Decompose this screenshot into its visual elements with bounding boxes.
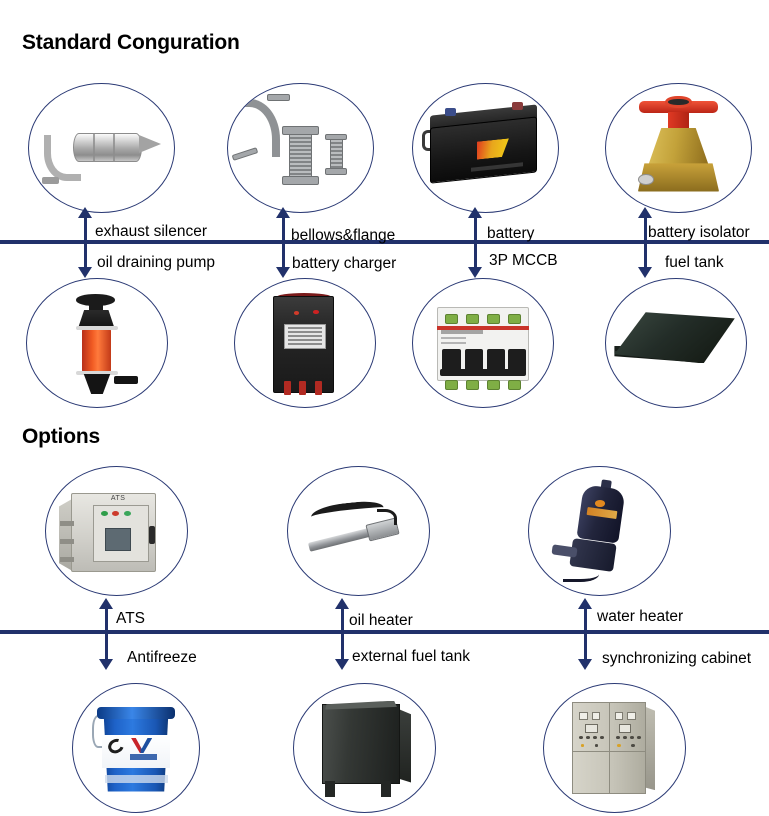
product-node-battery-charger[interactable] [234,278,376,408]
arrow-up-battery-isolator [638,207,652,243]
label-battery-isolator: battery isolator [648,224,750,241]
label-exhaust-silencer: exhaust silencer [95,223,208,240]
label-fuel-tank: fuel tank [665,254,724,271]
arrow-up-ats [99,598,113,632]
arrow-up-battery [468,207,482,243]
arrow-up-oil-heater [335,598,349,632]
product-node-external-fuel-tank[interactable] [293,683,436,813]
label-battery: battery [487,225,535,242]
arrow-down-battery-charger [276,242,290,278]
synchronizing-cabinet-image [544,684,685,812]
label-antifreeze: Antifreeze [127,649,197,666]
arrow-down-3p-mccb [468,242,482,278]
timeline-axis-standard [0,240,769,244]
battery-charger-image [235,279,375,407]
product-node-battery[interactable] [412,83,559,213]
external-fuel-tank-image [294,684,435,812]
timeline-axis-options [0,630,769,634]
antifreeze-image [73,684,199,812]
exhaust-silencer-image [29,84,174,212]
arrow-down-fuel-tank [638,242,652,278]
label-oil-draining-pump: oil draining pump [97,254,216,271]
arrow-up-exhaust-silencer [78,207,92,243]
oil-draining-pump-image [27,279,167,407]
label-3p-mccb: 3P MCCB [489,252,558,269]
fuel-tank-image [606,279,746,407]
water-heater-image [529,467,670,595]
product-node-oil-draining-pump[interactable] [26,278,168,408]
bellows-flange-image [228,84,373,212]
battery-image [413,84,558,212]
arrow-down-oil-draining-pump [78,242,92,278]
ats-badge-text: ATS [110,495,126,503]
arrow-down-synchronizing-cabinet [578,632,592,670]
product-node-bellows-flange[interactable] [227,83,374,213]
product-node-3p-mccb[interactable] [412,278,554,408]
product-node-oil-heater[interactable] [287,466,430,596]
3p-mccb-image [413,279,553,407]
product-node-synchronizing-cabinet[interactable] [543,683,686,813]
label-water-heater: water heater [597,608,684,625]
oil-heater-image [288,467,429,595]
product-node-battery-isolator[interactable] [605,83,752,213]
label-battery-charger: battery charger [292,255,397,272]
ats-image: ATS [46,467,187,595]
arrow-up-bellows-flange [276,207,290,243]
battery-isolator-image [606,84,751,212]
product-node-exhaust-silencer[interactable] [28,83,175,213]
label-bellows-flange: bellows&flange [291,227,396,244]
product-node-fuel-tank[interactable] [605,278,747,408]
section-title-options: Options [22,425,100,448]
section-title-standard: Standard Conguration [22,31,240,54]
label-oil-heater: oil heater [349,612,413,629]
label-ats: ATS [116,610,145,627]
arrow-down-antifreeze [99,632,113,670]
arrow-down-external-fuel-tank [335,632,349,670]
product-node-water-heater[interactable] [528,466,671,596]
product-node-ats[interactable]: ATS [45,466,188,596]
product-node-antifreeze[interactable] [72,683,200,813]
arrow-up-water-heater [578,598,592,632]
label-synchronizing-cabinet: synchronizing cabinet [602,650,752,667]
label-external-fuel-tank: external fuel tank [352,648,471,665]
